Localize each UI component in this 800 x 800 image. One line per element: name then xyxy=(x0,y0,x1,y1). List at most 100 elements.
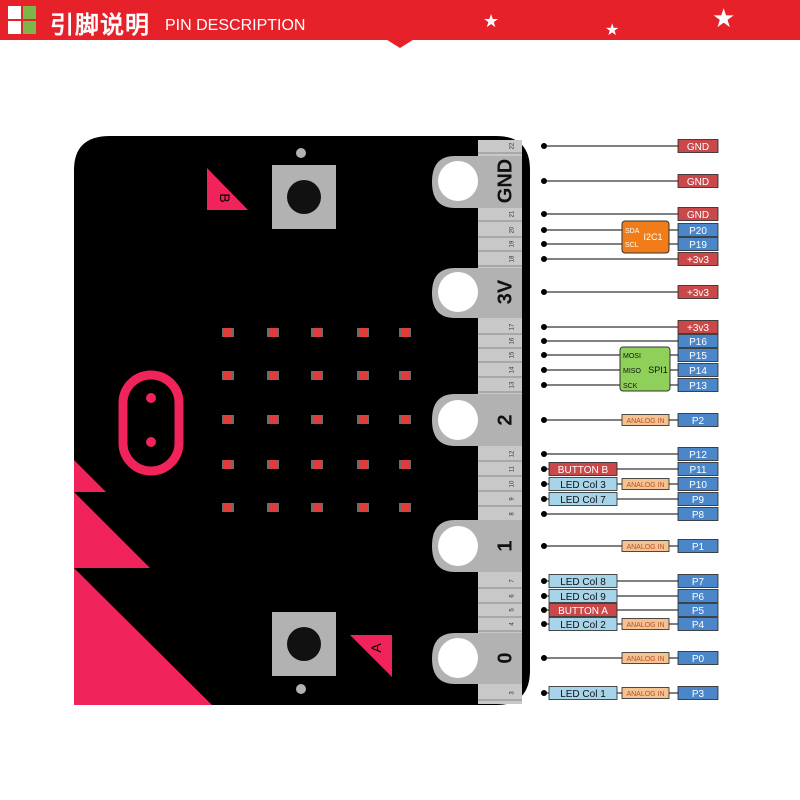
analog-badge xyxy=(621,540,670,552)
pin-label: GND xyxy=(687,177,709,188)
button-badge xyxy=(548,603,618,617)
i2c-scl: SCL xyxy=(625,242,639,249)
pin-label-box xyxy=(677,539,719,553)
led xyxy=(357,460,369,469)
led-light xyxy=(269,460,277,469)
led xyxy=(399,460,411,469)
board-decor-triangle xyxy=(74,460,106,492)
led-light xyxy=(224,328,232,337)
led-badge xyxy=(548,686,618,700)
button-a xyxy=(272,612,336,676)
led-badge xyxy=(548,617,618,631)
logo-oval xyxy=(118,370,184,476)
analog-badge xyxy=(621,687,670,699)
pin-label-box xyxy=(677,507,719,521)
led-light xyxy=(401,415,409,424)
analog-badge-text: ANALOG IN xyxy=(626,691,664,698)
pin-label-box xyxy=(677,617,719,631)
pad-hole xyxy=(438,400,478,440)
small-pin-number: 18 xyxy=(510,255,516,262)
big-pad: 2 xyxy=(432,394,522,446)
pin-dot xyxy=(541,289,547,295)
pin-label: GND xyxy=(687,142,709,153)
led-badge-text: LED Col 3 xyxy=(560,480,606,491)
small-pin-number: 13 xyxy=(510,381,516,388)
pad-label: GND xyxy=(494,159,516,203)
led xyxy=(267,460,279,469)
header-notch xyxy=(384,38,416,48)
mount-hole xyxy=(296,148,306,158)
led-light xyxy=(224,415,232,424)
led xyxy=(267,328,279,337)
pin-dot xyxy=(541,324,547,330)
pin-label: +3v3 xyxy=(687,288,709,299)
small-pin-number: 19 xyxy=(510,240,516,247)
pin-dot xyxy=(541,655,547,661)
star-icon: ★ xyxy=(712,4,736,34)
pin-row: P8 xyxy=(677,507,719,521)
led xyxy=(222,328,234,337)
led-light xyxy=(269,415,277,424)
led-light xyxy=(313,503,321,512)
board-decor-triangle xyxy=(74,568,212,705)
pin-dot xyxy=(541,338,547,344)
led xyxy=(311,328,323,337)
pin-label: P19 xyxy=(689,240,707,251)
pin-label-box xyxy=(677,363,719,377)
button-b-marker xyxy=(207,168,248,210)
led xyxy=(222,503,234,512)
pad-hole xyxy=(438,526,478,566)
pin-label-box xyxy=(677,348,719,362)
pin-label: P1 xyxy=(692,542,705,553)
small-pin-number: 3 xyxy=(510,691,516,695)
pin-label-box xyxy=(677,492,719,506)
pin-label-box xyxy=(677,378,719,392)
led xyxy=(311,415,323,424)
pin-dot xyxy=(541,466,547,472)
pad-label: 2 xyxy=(494,414,516,425)
mount-hole xyxy=(296,684,306,694)
small-pin-number: 9 xyxy=(510,497,516,501)
led-light xyxy=(313,371,321,380)
small-pin-number: 6 xyxy=(510,594,516,598)
pad-hole xyxy=(438,272,478,312)
pin-label: P2 xyxy=(692,416,705,427)
pin-row: +3v3 xyxy=(677,285,719,299)
led xyxy=(399,328,411,337)
small-pin-number: 16 xyxy=(510,337,516,344)
pin-label-box xyxy=(677,447,719,461)
analog-badge-text: ANALOG IN xyxy=(626,656,664,663)
pin-row: P16 xyxy=(677,334,719,348)
led-light xyxy=(224,371,232,380)
led-light xyxy=(313,415,321,424)
pin-dot xyxy=(541,451,547,457)
pin-label: P0 xyxy=(692,654,705,665)
led-badge xyxy=(548,492,618,506)
analog-badge xyxy=(621,618,670,630)
led-light xyxy=(359,460,367,469)
button-a-marker xyxy=(350,635,392,677)
pin-dot xyxy=(541,382,547,388)
pin-dot xyxy=(541,256,547,262)
pin-label-box xyxy=(677,174,719,188)
pin-label: P5 xyxy=(692,606,705,617)
led xyxy=(357,503,369,512)
big-pad: 0 xyxy=(432,633,522,684)
i2c-box xyxy=(621,220,670,254)
button-a-label: A xyxy=(368,643,384,653)
pin-dot xyxy=(541,352,547,358)
led-light xyxy=(401,371,409,380)
analog-badge-text: ANALOG IN xyxy=(626,418,664,425)
header-title-en: PIN DESCRIPTION xyxy=(165,17,306,34)
spi-sck: SCK xyxy=(623,383,638,390)
small-pin-number: 12 xyxy=(510,450,516,457)
pin-dot xyxy=(541,578,547,584)
pin-row: P14 xyxy=(677,363,719,377)
led-light xyxy=(269,371,277,380)
led-light xyxy=(359,328,367,337)
led-badge xyxy=(548,574,618,588)
